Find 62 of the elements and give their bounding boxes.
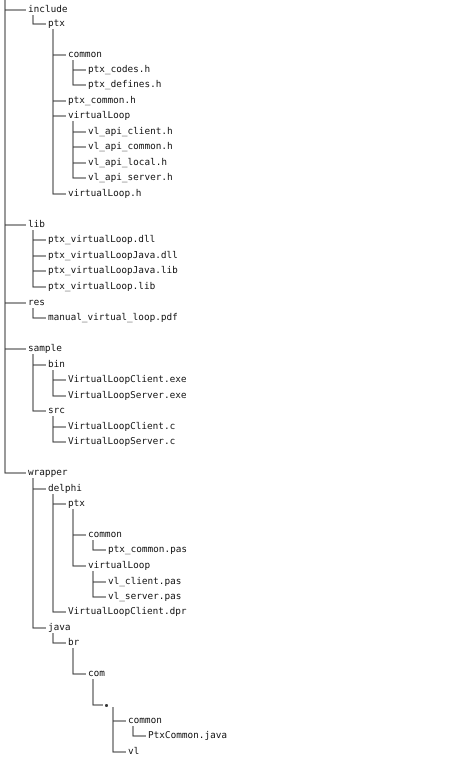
tree-line bbox=[32, 308, 46, 318]
folder-name: wrapper bbox=[28, 467, 68, 478]
file-name: VirtualLoopClient.dpr bbox=[68, 606, 187, 617]
folder-name: res bbox=[28, 297, 45, 308]
file-name: ptx_virtualLoopJava.lib bbox=[48, 265, 178, 276]
tree-line bbox=[72, 120, 86, 178]
folder-name: virtualLoop bbox=[68, 110, 130, 121]
folder-name: bin bbox=[48, 359, 65, 370]
file-name: ptx_virtualLoopJava.dll bbox=[48, 250, 178, 261]
file-name: vl_api_server.h bbox=[88, 172, 173, 183]
folder-name: ptx bbox=[48, 18, 65, 29]
tree-line bbox=[72, 648, 86, 674]
tree-junction bbox=[105, 704, 108, 707]
file-name: vl_api_common.h bbox=[88, 141, 173, 152]
file-name: vl_server.pas bbox=[108, 591, 182, 602]
folder-name: com bbox=[88, 668, 105, 679]
file-name: ptx_codes.h bbox=[88, 64, 150, 75]
tree-line bbox=[32, 14, 46, 24]
folder-name: lib bbox=[28, 219, 45, 230]
file-name: ptx_virtualLoop.dll bbox=[48, 234, 156, 245]
folder-name: br bbox=[68, 637, 80, 648]
folder-name: common bbox=[68, 49, 102, 60]
file-name: virtualLoop.h bbox=[68, 188, 142, 199]
file-name: manual_virtual_loop.pdf bbox=[48, 312, 178, 323]
file-name: vl_api_client.h bbox=[88, 126, 173, 137]
file-name: ptx_virtualLoop.lib bbox=[48, 281, 156, 292]
tree-line bbox=[32, 230, 46, 288]
folder-name: src bbox=[48, 405, 65, 416]
file-name: vl_client.pas bbox=[108, 576, 182, 587]
folder-name: java bbox=[48, 622, 71, 633]
file-name: ptx_common.h bbox=[68, 95, 136, 106]
folder-name: common bbox=[128, 715, 162, 726]
folder-name: common bbox=[88, 529, 122, 540]
tree-line bbox=[32, 478, 46, 628]
tree-line bbox=[92, 678, 104, 706]
folder-name: delphi bbox=[48, 483, 82, 494]
tree-line bbox=[132, 726, 146, 736]
file-name: vl_api_local.h bbox=[88, 157, 168, 168]
tree-line bbox=[72, 508, 86, 566]
file-name: ptx_common.pas bbox=[108, 544, 188, 555]
file-name: PtxCommon.java bbox=[148, 730, 228, 741]
file-name: VirtualLoopClient.exe bbox=[68, 374, 187, 385]
file-name: VirtualLoopServer.c bbox=[68, 436, 176, 447]
folder-name: vl bbox=[128, 746, 140, 757]
file-name: VirtualLoopServer.exe bbox=[68, 390, 187, 401]
folder-name: ptx bbox=[68, 498, 85, 509]
tree-line bbox=[92, 540, 106, 550]
tree-line bbox=[32, 354, 46, 412]
file-name: ptx_defines.h bbox=[88, 79, 162, 90]
folder-name: virtualLoop bbox=[88, 560, 150, 571]
tree-line bbox=[112, 706, 126, 752]
tree-line bbox=[52, 416, 66, 442]
tree-line bbox=[92, 570, 106, 598]
tree-line bbox=[52, 632, 66, 644]
file-name: VirtualLoopClient.c bbox=[68, 421, 176, 432]
folder-name: sample bbox=[28, 343, 62, 354]
tree-line bbox=[72, 60, 86, 86]
tree-line bbox=[52, 494, 66, 612]
tree-line bbox=[4, 0, 26, 474]
folder-name: include bbox=[28, 4, 68, 15]
tree-line bbox=[52, 370, 66, 396]
tree-line bbox=[52, 28, 66, 194]
